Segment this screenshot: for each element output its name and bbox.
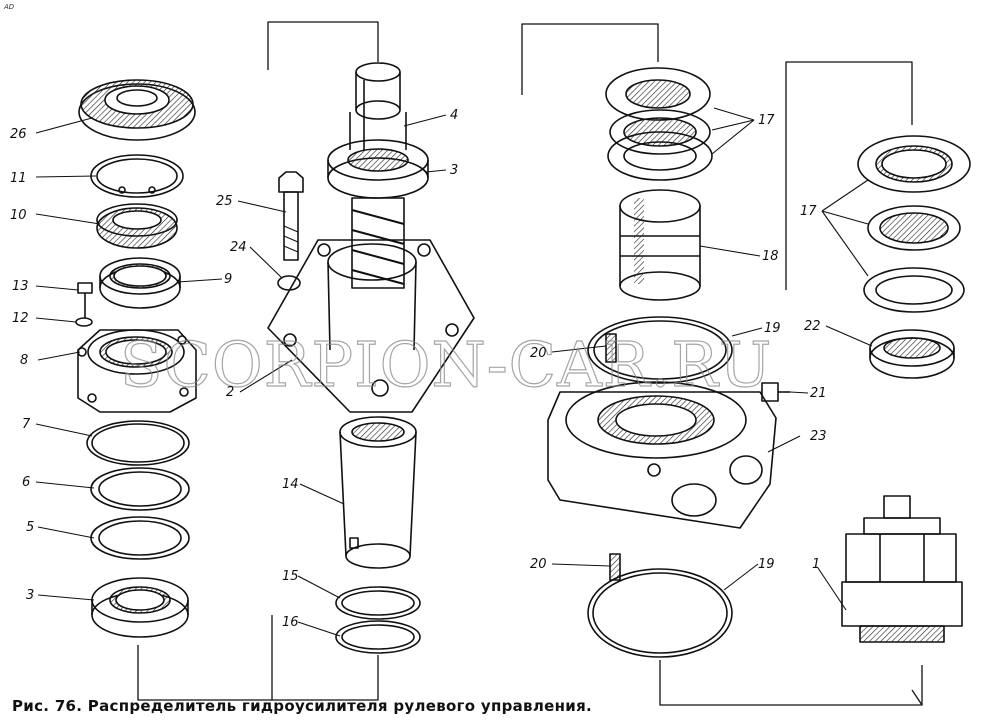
part-13-bolt xyxy=(77,282,93,318)
callout-20-upper: 20 xyxy=(530,346,547,361)
part-11-snap-ring xyxy=(90,154,184,198)
callout-21: 21 xyxy=(810,386,827,401)
callout-17-right: 17 xyxy=(800,204,817,219)
part-15-ring xyxy=(335,586,421,620)
part-1-valve xyxy=(841,495,963,643)
part-23-valve-body xyxy=(547,381,777,529)
callout-11: 11 xyxy=(10,171,27,186)
part-25-bolt xyxy=(278,171,304,261)
part-3-bearing-lower xyxy=(91,577,189,638)
part-9-bushing xyxy=(99,257,181,309)
part-19-o-ring-lower xyxy=(587,568,733,658)
callout-19-upper: 19 xyxy=(764,321,781,336)
part-6-ring xyxy=(90,467,190,511)
callout-4: 4 xyxy=(450,108,458,123)
part-26-cap xyxy=(78,79,196,141)
part-18-spool xyxy=(619,189,701,301)
figure-caption: Рис. 76. Распределитель гидроусилителя р… xyxy=(12,697,593,715)
part-17-stack xyxy=(605,67,713,181)
part-17-ring-b xyxy=(867,205,961,251)
callout-13: 13 xyxy=(12,279,29,294)
callout-16: 16 xyxy=(282,615,299,630)
part-21-fitting xyxy=(761,382,790,402)
part-22-nut xyxy=(869,329,955,379)
callout-26: 26 xyxy=(10,127,27,142)
part-17-ring-a xyxy=(857,135,971,193)
callout-10: 10 xyxy=(10,208,27,223)
callout-12: 12 xyxy=(12,311,29,326)
part-16-ring xyxy=(335,620,421,654)
callout-3-lower: 3 xyxy=(26,588,34,603)
part-10-seal xyxy=(96,203,178,249)
part-20-pin-lower xyxy=(609,553,621,581)
callout-22: 22 xyxy=(804,319,821,334)
part-worm-gear xyxy=(351,197,405,289)
callout-23: 23 xyxy=(810,429,827,444)
part-7-ring xyxy=(86,420,190,466)
callout-6: 6 xyxy=(22,475,30,490)
callout-9: 9 xyxy=(224,272,232,287)
part-4-shaft xyxy=(349,62,407,150)
corner-mark: AD xyxy=(4,3,15,11)
part-3-bearing-upper xyxy=(327,139,429,199)
callout-24: 24 xyxy=(230,240,247,255)
callout-17-center: 17 xyxy=(758,113,775,128)
callout-18: 18 xyxy=(762,249,779,264)
part-14-sleeve xyxy=(339,416,417,569)
leader-lines xyxy=(35,107,873,637)
callout-25: 25 xyxy=(216,194,233,209)
callout-labels: 26 11 10 13 12 8 7 6 5 3 9 25 24 2 4 3 1… xyxy=(10,108,827,630)
part-5-ring xyxy=(90,516,190,560)
part-2-housing xyxy=(267,239,475,413)
part-17-ring-c xyxy=(863,267,965,313)
part-24-washer xyxy=(277,275,301,291)
callout-2: 2 xyxy=(226,385,234,400)
callout-1: 1 xyxy=(812,557,820,572)
callout-5: 5 xyxy=(26,520,34,535)
assembly-lines xyxy=(137,21,923,706)
callout-3-upper: 3 xyxy=(450,163,458,178)
callout-7: 7 xyxy=(22,417,31,432)
callout-15: 15 xyxy=(282,569,299,584)
callout-20-lower: 20 xyxy=(530,557,547,572)
part-19-o-ring-upper xyxy=(587,316,733,384)
callout-14: 14 xyxy=(282,477,299,492)
watermark: SCORPION-CAR.RU xyxy=(120,328,772,401)
callout-19-lower: 19 xyxy=(758,557,775,572)
part-20-pin-upper xyxy=(605,333,617,363)
callout-8: 8 xyxy=(20,353,28,368)
part-12-washer xyxy=(75,317,93,327)
part-8-flange xyxy=(77,329,197,413)
